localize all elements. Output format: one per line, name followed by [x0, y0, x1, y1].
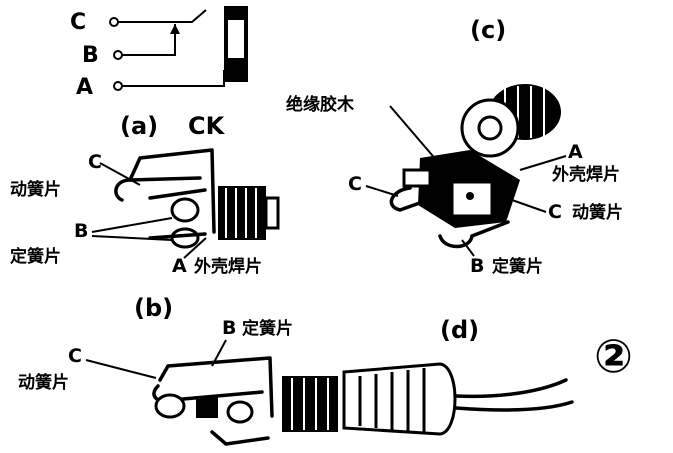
panel-b-label-a: A	[172, 255, 187, 277]
panel-c-label-c-right: C	[548, 201, 562, 223]
panel-d-plug-handle	[342, 362, 457, 436]
panel-d-label-fixed-spring: 定簧片	[242, 318, 293, 339]
fixed-contact-line	[122, 24, 176, 56]
panel-b-label-shell-lug: 外壳焊片	[194, 256, 262, 277]
panel-b-label-c: C	[88, 151, 102, 173]
panel-b-caption: (b)	[134, 294, 173, 322]
terminal-c-node	[109, 17, 119, 27]
figure-number: ②	[594, 329, 633, 383]
panel-d-label-b: B	[222, 317, 236, 339]
terminal-a-node	[113, 81, 123, 91]
panel-a-caption: (a)	[120, 112, 158, 140]
panel-c-label-shell-lug: 外壳焊片	[552, 164, 620, 185]
panel-c-label-moving-spring: 动簧片	[572, 202, 623, 223]
panel-b-label-b: B	[74, 220, 88, 242]
panel-d-caption: (d)	[440, 316, 479, 344]
panel-c-caption: (c)	[470, 16, 506, 44]
shell-line	[122, 70, 225, 87]
panel-c-label-fixed-spring: 定簧片	[492, 256, 543, 277]
panel-c-label-insulator: 绝缘胶木	[286, 94, 355, 115]
panel-d-drawing: B 定簧片 (d) C 动簧片	[18, 316, 574, 446]
panel-d-label-moving-spring: 动簧片	[18, 372, 69, 393]
panel-b-label-moving-spring: 动簧片	[10, 179, 61, 200]
panel-c-label-c-left: C	[348, 173, 362, 195]
moving-contact-line	[118, 9, 207, 23]
panel-c-label-b: B	[470, 255, 484, 277]
panel-c-label-a: A	[568, 141, 583, 163]
panel-a-schematic: C B A (a) CK	[70, 6, 248, 140]
contact-arrow	[170, 24, 180, 34]
panel-d-threaded-body	[282, 376, 338, 432]
panel-a-code: CK	[188, 112, 226, 140]
panel-b-drawing: C 动簧片 B 定簧片 A 外壳焊片 (b)	[10, 148, 280, 322]
panel-d-cable-upper	[454, 378, 568, 399]
terminal-b-label: B	[82, 43, 99, 68]
panel-c-drawing: (c) 绝缘胶木 A 外壳焊片 C C 动簧片 B 定簧片	[286, 16, 623, 277]
panel-d-cable-lower	[454, 400, 574, 412]
panel-b-label-fixed-spring: 定簧片	[10, 246, 61, 267]
terminal-c-label: C	[70, 10, 86, 35]
panel-d-label-c: C	[68, 345, 82, 367]
terminal-a-label: A	[76, 75, 93, 100]
terminal-b-node	[113, 50, 123, 60]
